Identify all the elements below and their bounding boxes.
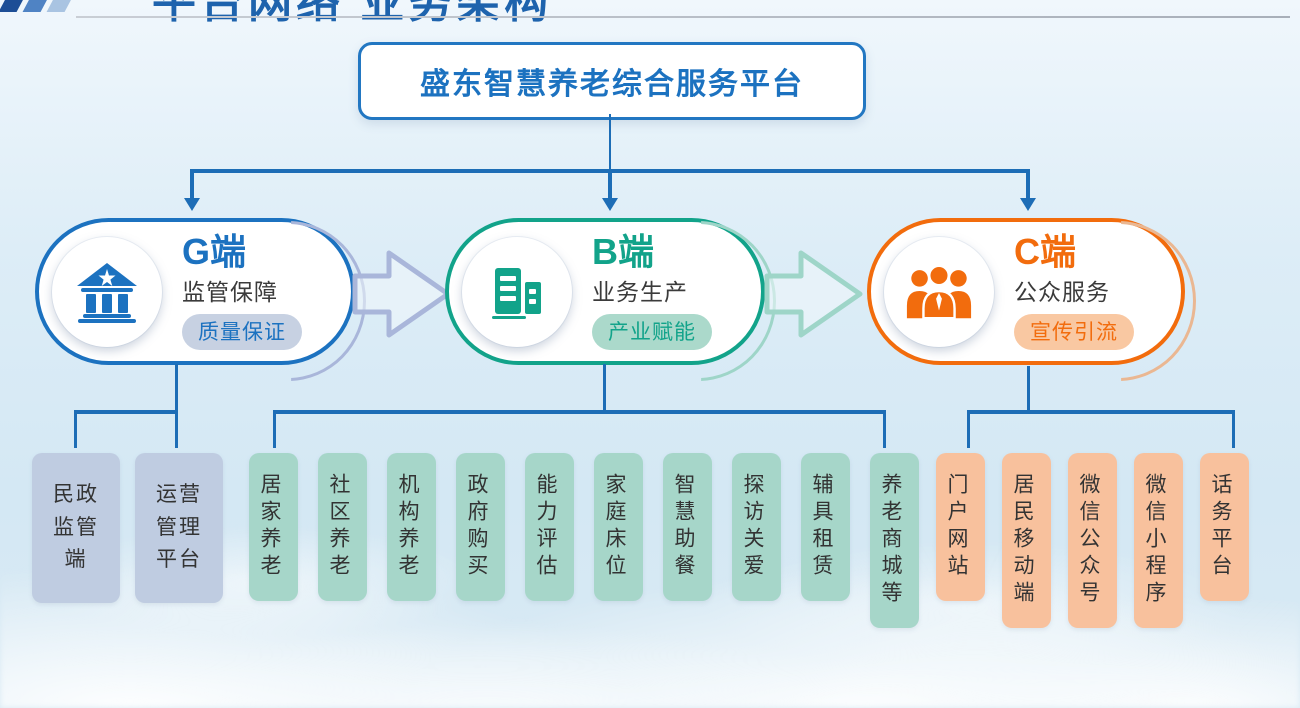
branch-badge: 质量保证 [182, 314, 302, 351]
branch-name: G端 [182, 230, 247, 272]
heading-divider [76, 16, 1290, 18]
office-buildings-icon [492, 267, 541, 319]
child-box: 社区养老 [318, 453, 367, 601]
connector-b-drop-right [883, 410, 886, 448]
children-group-b: 居家养老社区养老机构养老政府购买能力评估家庭床位智慧助餐探访关爱辅具租赁养老商城… [249, 453, 919, 628]
connector-drop-g [190, 169, 194, 199]
connector-b-drop-left [273, 410, 276, 448]
connector-root-stem [609, 114, 611, 171]
child-box: 能力评估 [525, 453, 574, 601]
child-box: 话务平台 [1200, 453, 1249, 601]
child-box: 机构养老 [387, 453, 436, 601]
branch-node-c: C端 公众服务 宣传引流 [867, 218, 1196, 381]
child-box: 辅具租赁 [801, 453, 850, 601]
child-box: 探访关爱 [732, 453, 781, 601]
child-box: 微信小程序 [1134, 453, 1183, 628]
chevron-right-icon [352, 250, 451, 338]
child-box: 养老商城等 [870, 453, 919, 628]
child-box: 运营管理平台 [135, 453, 223, 603]
connector-drop-b [608, 169, 612, 199]
arrowhead-icon [184, 198, 200, 211]
branch-icon-circle [462, 236, 572, 347]
people-group-icon [906, 264, 972, 319]
child-box: 民政监管端 [32, 453, 120, 603]
slide-title: 平台网络 业务架构 [152, 0, 553, 27]
root-node-title: 盛东智慧养老综合服务平台 [420, 68, 804, 101]
connector-b-stem [603, 364, 606, 414]
branch-icon-circle [884, 236, 994, 347]
arrowhead-icon [1020, 198, 1036, 211]
branch-node-b: B端 业务生产 产业赋能 [445, 218, 776, 381]
child-box: 政府购买 [456, 453, 505, 601]
connector-g-drop [74, 410, 77, 448]
connector-c-stem [1027, 366, 1030, 414]
children-group-g: 民政监管端运营管理平台 [32, 453, 223, 603]
branch-node-g: G端 监管保障 质量保证 [35, 218, 366, 381]
branch-name: B端 [592, 230, 654, 272]
connector-g-stem [175, 364, 178, 448]
connector-b-bar [273, 410, 886, 414]
root-node: 盛东智慧养老综合服务平台 [358, 42, 866, 120]
child-box: 居家养老 [249, 453, 298, 601]
arrowhead-icon [602, 198, 618, 211]
connector-drop-c [1026, 169, 1030, 199]
children-group-c: 门户网站居民移动端微信公众号微信小程序话务平台 [936, 453, 1249, 628]
child-box: 智慧助餐 [663, 453, 712, 601]
child-box: 家庭床位 [594, 453, 643, 601]
branch-badge: 宣传引流 [1014, 314, 1134, 351]
logo-slash-icon [46, 0, 80, 12]
child-box: 居民移动端 [1002, 453, 1051, 628]
branch-subtitle: 监管保障 [182, 279, 278, 306]
branch-badge: 产业赋能 [592, 314, 712, 351]
branch-subtitle: 公众服务 [1014, 279, 1110, 306]
chevron-right-icon [764, 250, 863, 338]
branch-subtitle: 业务生产 [592, 279, 688, 306]
branch-name: C端 [1014, 230, 1076, 272]
connector-g-bar [74, 410, 178, 414]
government-building-icon [77, 262, 137, 323]
connector-c-drop-left [967, 410, 970, 448]
child-box: 微信公众号 [1068, 453, 1117, 628]
connector-c-bar [967, 410, 1235, 414]
branch-icon-circle [52, 236, 162, 347]
child-box: 门户网站 [936, 453, 985, 601]
connector-c-drop-right [1232, 410, 1235, 448]
